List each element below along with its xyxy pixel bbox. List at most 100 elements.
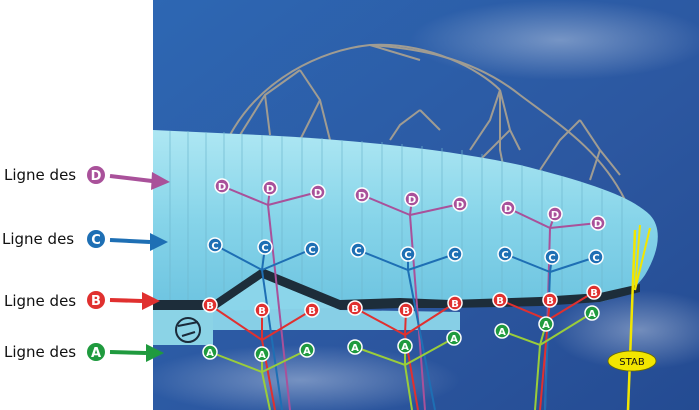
svg-text:A: A: [542, 320, 550, 331]
d-marker: D: [500, 200, 516, 216]
svg-text:B: B: [258, 306, 266, 317]
b-marker: B: [398, 302, 414, 318]
legend-b: Ligne des B: [4, 291, 160, 310]
a-marker: A: [254, 346, 270, 362]
a-marker: A: [446, 330, 462, 346]
c-markers: C C C C C C C C C: [207, 237, 604, 265]
c-marker: C: [544, 249, 560, 265]
svg-text:C: C: [261, 243, 268, 254]
d-marker: D: [310, 184, 326, 200]
paraglider-logo-icon: [175, 317, 201, 343]
svg-text:A: A: [588, 309, 596, 320]
a-marker: A: [584, 305, 600, 321]
canopy-cell-seams: [169, 131, 623, 311]
b-marker: B: [254, 302, 270, 318]
d-markers: D D D D D D D D D: [214, 178, 606, 231]
svg-text:C: C: [354, 246, 361, 257]
svg-text:B: B: [402, 306, 410, 317]
legend-c-label: Ligne des: [2, 230, 74, 248]
svg-text:D: D: [218, 182, 226, 193]
stab-line: [626, 229, 637, 410]
svg-text:B: B: [590, 288, 598, 299]
c-marker: C: [400, 246, 416, 262]
svg-text:A: A: [206, 348, 214, 359]
svg-text:D: D: [408, 195, 416, 206]
svg-text:C: C: [501, 250, 508, 261]
svg-text:STAB: STAB: [619, 357, 645, 368]
canopy-leading-edge: [153, 278, 460, 330]
c-marker: C: [257, 239, 273, 255]
a-marker: A: [299, 342, 315, 358]
svg-text:D: D: [504, 204, 512, 215]
stab-badge: STAB: [607, 350, 657, 372]
a-marker: A: [202, 344, 218, 360]
c-marker: C: [588, 249, 604, 265]
svg-text:C: C: [548, 253, 555, 264]
d-marker: D: [262, 180, 278, 196]
a-marker: A: [347, 339, 363, 355]
legend-b-label: Ligne des: [4, 292, 76, 310]
c-marker: C: [447, 246, 463, 262]
d-marker: D: [354, 187, 370, 203]
a-lines: [209, 312, 593, 410]
svg-text:B: B: [206, 301, 214, 312]
svg-text:D: D: [358, 191, 366, 202]
b-marker: B: [447, 295, 463, 311]
svg-text:C: C: [308, 245, 315, 256]
b-marker: B: [542, 292, 558, 308]
b-marker: B: [202, 297, 218, 313]
b-marker: B: [304, 302, 320, 318]
d-marker: D: [547, 206, 563, 222]
svg-text:D: D: [91, 169, 102, 184]
svg-text:D: D: [266, 184, 274, 195]
svg-text:A: A: [401, 342, 409, 353]
b-marker: B: [347, 300, 363, 316]
svg-text:B: B: [451, 299, 459, 310]
d-marker: D: [590, 215, 606, 231]
svg-text:C: C: [404, 250, 411, 261]
d-marker: D: [452, 196, 468, 212]
svg-text:A: A: [258, 350, 266, 361]
legend-a-label: Ligne des: [4, 343, 76, 361]
svg-text:D: D: [314, 188, 322, 199]
cloud: [410, 0, 699, 80]
canopy-underside: [153, 310, 213, 345]
a-marker: A: [538, 316, 554, 332]
legend-d: Ligne des D: [4, 166, 170, 190]
svg-text:D: D: [456, 200, 464, 211]
legend-a: Ligne des A: [4, 343, 164, 362]
svg-text:A: A: [303, 346, 311, 357]
stab-line: [634, 227, 651, 291]
legend-d-label: Ligne des: [4, 166, 76, 184]
svg-text:B: B: [308, 306, 316, 317]
svg-text:C: C: [451, 250, 458, 261]
c-marker: C: [207, 237, 223, 253]
svg-text:B: B: [351, 304, 359, 315]
svg-text:C: C: [91, 233, 101, 248]
svg-text:C: C: [211, 241, 218, 252]
c-marker: C: [304, 241, 320, 257]
svg-text:A: A: [91, 346, 101, 361]
b-marker: B: [492, 292, 508, 308]
canopy-dark-band: [153, 268, 640, 310]
svg-text:A: A: [450, 334, 458, 345]
a-marker: A: [494, 323, 510, 339]
d-marker: D: [404, 191, 420, 207]
svg-text:D: D: [594, 219, 602, 230]
b-markers: B B B B B B B B B: [202, 284, 602, 318]
svg-text:A: A: [351, 343, 359, 354]
c-marker: C: [350, 242, 366, 258]
legend-c: Ligne des C: [2, 230, 168, 251]
svg-text:B: B: [91, 294, 101, 309]
cloud: [140, 345, 460, 410]
b-marker: B: [586, 284, 602, 300]
svg-text:B: B: [496, 296, 504, 307]
a-markers: A A A A A A A A A: [202, 305, 600, 362]
c-marker: C: [497, 246, 513, 262]
d-marker: D: [214, 178, 230, 194]
a-marker: A: [397, 338, 413, 354]
stab-line: [634, 224, 641, 291]
svg-text:C: C: [592, 253, 599, 264]
svg-text:A: A: [498, 327, 506, 338]
